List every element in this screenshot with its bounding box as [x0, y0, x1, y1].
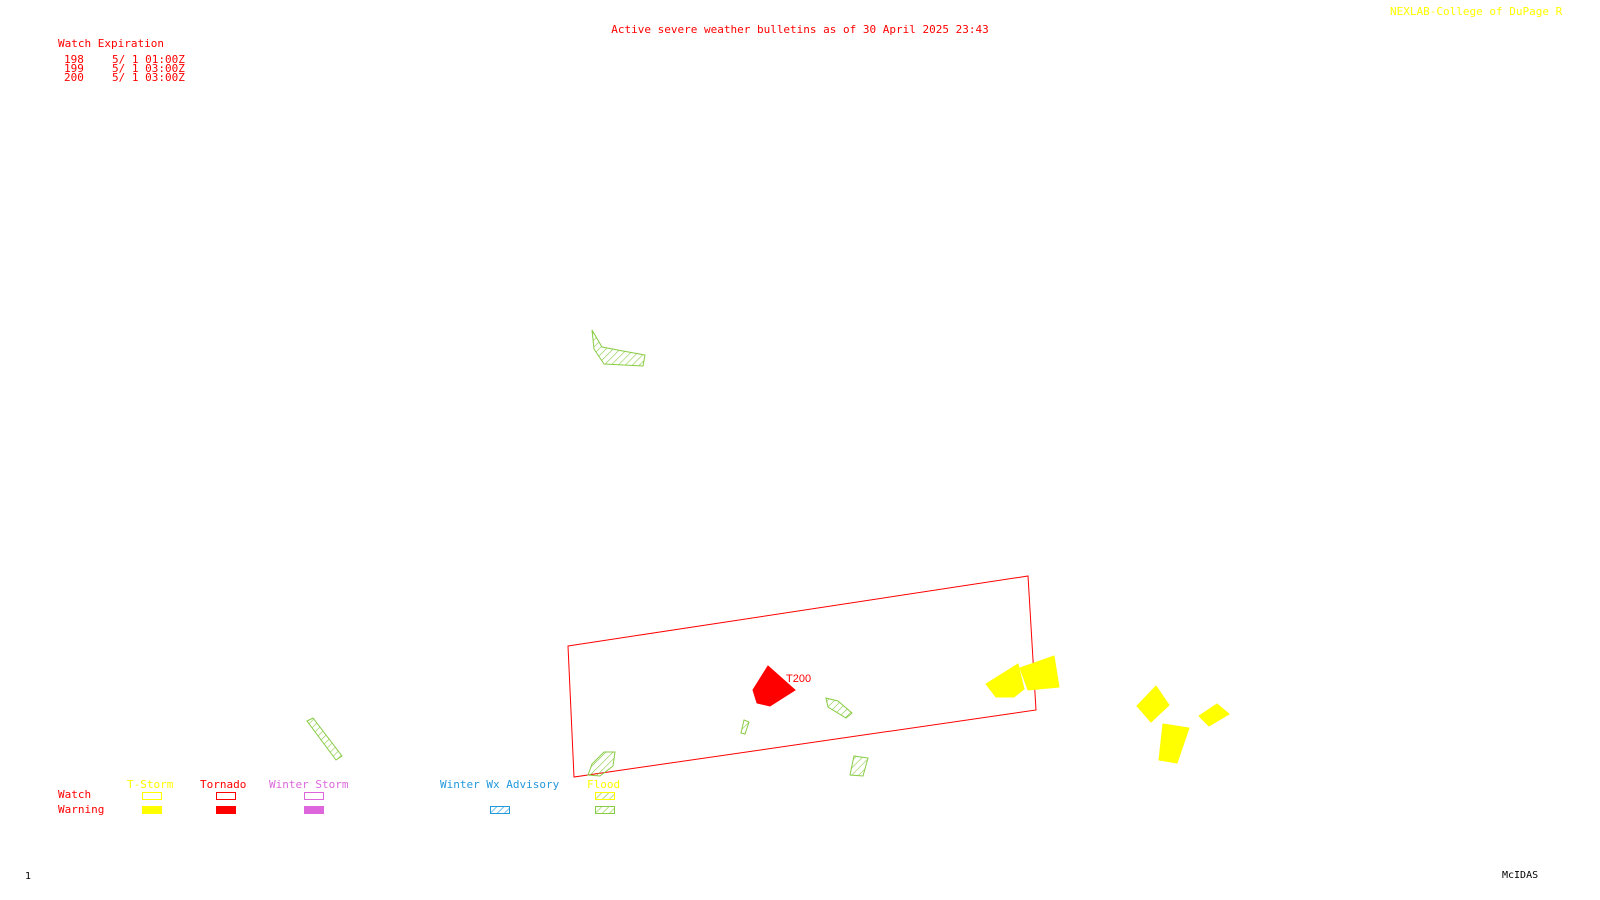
tstorm-warning-polygon[interactable]: [1158, 723, 1190, 764]
flood-warning-polygon[interactable]: [825, 697, 853, 719]
watch-number: 199: [64, 62, 84, 75]
legend-flood-label: Flood: [587, 778, 621, 791]
watch-expiry: 5/ 1 01:00Z: [112, 53, 185, 66]
watch-number: 200: [64, 71, 84, 84]
flood-warning-polygon[interactable]: [591, 329, 646, 367]
legend-tstorm-warning-swatch: [142, 806, 162, 814]
flood-warning-polygon[interactable]: [306, 717, 343, 761]
watch-expiration-heading: Watch Expiration: [58, 37, 164, 50]
flood-warning-polygon[interactable]: [849, 755, 869, 777]
flood-warning-polygon[interactable]: [740, 719, 750, 735]
legend-winter-storm-watch-swatch: [304, 792, 324, 800]
tstorm-warning-polygon[interactable]: [1198, 703, 1230, 727]
legend-tornado-warning-swatch: [216, 806, 236, 814]
page-title: Active severe weather bulletins as of 30…: [611, 23, 989, 36]
legend-tornado-label: Tornado: [200, 778, 247, 791]
tornado-warning-polygon[interactable]: [752, 665, 796, 707]
watch-expiry: 5/ 1 03:00Z: [112, 62, 185, 75]
source-credit: NEXLAB-College of DuPage R: [1390, 5, 1563, 18]
tstorm-warning-polygon[interactable]: [985, 663, 1025, 698]
legend-tstorm-label: T-Storm: [127, 778, 174, 791]
flood-warning-polygon[interactable]: [587, 751, 616, 777]
legend-row-watch: Watch: [58, 788, 92, 801]
legend-tornado-watch-swatch: [216, 792, 236, 800]
watch-box-label: T200: [786, 673, 811, 685]
legend-tstorm-watch-swatch: [142, 792, 162, 800]
frame-number: 1: [25, 871, 32, 882]
legend-winter-advisory-swatch: [490, 806, 510, 814]
legend-row-warning: Warning: [58, 803, 105, 816]
legend-winter-storm-label: Winter Storm: [269, 778, 349, 791]
watch-expiry: 5/ 1 03:00Z: [112, 71, 185, 84]
tstorm-warning-polygon[interactable]: [1136, 685, 1170, 723]
tornado-watch-box[interactable]: [567, 575, 1037, 778]
software-label: McIDAS: [1502, 870, 1539, 881]
legend-winter-advisory-label: Winter Wx Advisory: [440, 778, 560, 791]
legend-flood-watch-swatch: [595, 792, 615, 800]
watch-number: 198: [64, 53, 84, 66]
legend-winter-storm-warning-swatch: [304, 806, 324, 814]
legend-flood-warning-swatch: [595, 806, 615, 814]
tstorm-warning-polygon[interactable]: [1019, 655, 1060, 691]
